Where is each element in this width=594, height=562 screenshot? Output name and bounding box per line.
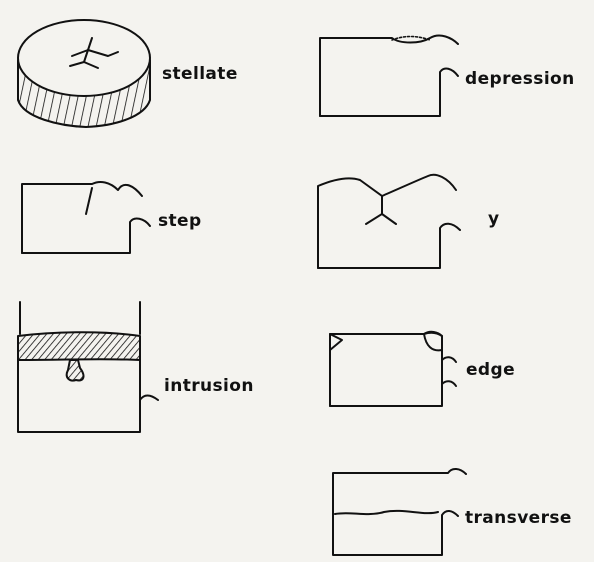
y-vertebra-figure (318, 175, 460, 268)
intrusion-vertebra-figure (18, 302, 158, 432)
stellate-vertebra-figure (18, 20, 150, 127)
label-stellate: stellate (162, 66, 238, 83)
depression-vertebra-figure (320, 36, 458, 116)
label-transverse: transverse (465, 510, 572, 527)
edge-vertebra-figure (330, 332, 456, 406)
label-y: y (488, 211, 499, 228)
label-step: step (158, 213, 202, 230)
label-edge: edge (466, 362, 515, 379)
step-vertebra-figure (22, 182, 150, 253)
label-depression: depression (465, 71, 575, 88)
label-intrusion: intrusion (164, 378, 254, 395)
transverse-vertebra-figure (333, 469, 466, 555)
